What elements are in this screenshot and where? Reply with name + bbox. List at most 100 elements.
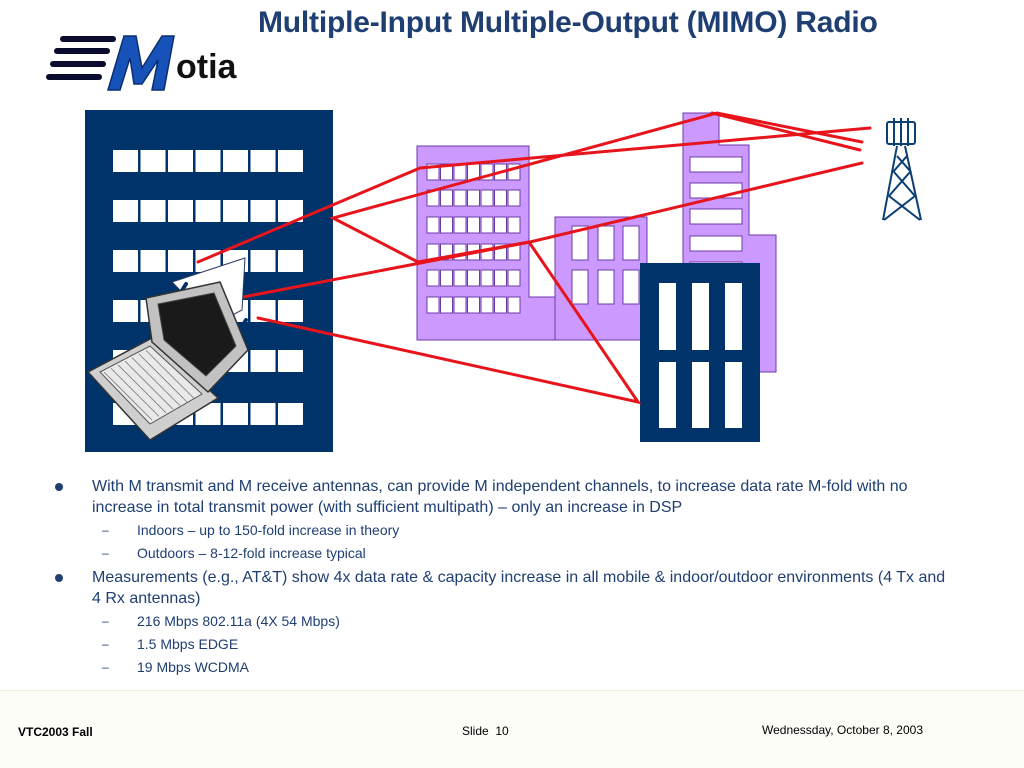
sub-bullet-item: – 216 Mbps 802.11a (4X 54 Mbps) (52, 612, 952, 631)
building-window (440, 269, 453, 287)
dash-marker: – (102, 637, 109, 651)
building-window (278, 250, 303, 272)
building-window (140, 250, 166, 272)
sub-bullet-item: – 1.5 Mbps EDGE (52, 635, 952, 654)
navy-building-right (640, 263, 760, 442)
slide-label: Slide (462, 724, 489, 738)
building-window (278, 403, 303, 425)
sub-bullet-item: – Indoors – up to 150-fold increase in t… (52, 521, 952, 540)
sub-bullet-text: 1.5 Mbps EDGE (137, 636, 239, 652)
building-window (250, 403, 276, 425)
bullet-text: With M transmit and M receive antennas, … (92, 478, 908, 516)
building-window (480, 296, 494, 314)
dash-marker: – (102, 546, 109, 560)
motia-logo: otia (46, 35, 238, 91)
building-window (467, 216, 480, 234)
keyboard-row (145, 350, 195, 399)
building-window (467, 269, 480, 287)
building-window (440, 296, 453, 314)
sub-bullet-text: 216 Mbps 802.11a (4X 54 Mbps) (137, 613, 340, 629)
building-window (168, 150, 193, 172)
logo-text: otia (176, 48, 238, 86)
sub-bullet-item: – 19 Mbps WCDMA (52, 658, 952, 677)
building-window (223, 200, 248, 222)
building-window (440, 216, 453, 234)
building-window (494, 269, 507, 287)
building-window (278, 350, 303, 372)
building-window (480, 189, 494, 207)
building-window (250, 250, 276, 272)
cell-tower-icon (882, 118, 922, 221)
building-window (453, 269, 467, 287)
building-window (507, 296, 521, 314)
building-window (507, 189, 521, 207)
building-window (113, 150, 138, 172)
building-window (223, 150, 248, 172)
building-window (440, 163, 453, 181)
building-window (453, 296, 467, 314)
footer-conference: VTC2003 Fall (18, 725, 93, 739)
footer-band (0, 691, 1024, 768)
building-window (480, 269, 494, 287)
slide-title: Multiple-Input Multiple-Output (MIMO) Ra… (258, 6, 878, 39)
sub-bullet-text: 19 Mbps WCDMA (137, 659, 250, 675)
building-window (453, 189, 467, 207)
building-window (168, 250, 193, 272)
building-window (140, 200, 166, 222)
building-window (113, 200, 138, 222)
building-window (250, 200, 276, 222)
building-window (223, 403, 248, 425)
sub-bullet-text: Indoors – up to 150-fold increase in the… (137, 522, 400, 538)
dash-marker: – (102, 614, 109, 628)
building-window (494, 216, 507, 234)
building-window (168, 200, 193, 222)
footer-date: Wednessday, October 8, 2003 (762, 723, 923, 737)
footer-divider (0, 690, 1024, 691)
building-window (278, 300, 303, 322)
building-window (426, 216, 440, 234)
building-window (250, 300, 276, 322)
dash-marker: – (102, 523, 109, 537)
slide-number: 10 (495, 724, 509, 738)
building-window (507, 216, 521, 234)
building-window (195, 200, 221, 222)
building-window (250, 350, 276, 372)
keyboard-row (103, 371, 153, 421)
building-window (250, 150, 276, 172)
keyboard-row (117, 364, 167, 414)
building-window (507, 269, 521, 287)
bullet-list: With M transmit and M receive antennas, … (52, 476, 952, 681)
laptop-icon (86, 281, 249, 441)
keyboard-row (138, 353, 188, 403)
bullet-item: With M transmit and M receive antennas, … (52, 476, 952, 518)
bullet-dot (55, 483, 63, 491)
building-window (453, 163, 467, 181)
building-window (467, 189, 480, 207)
sub-bullet-item: – Outdoors – 8-12-fold increase typical (52, 544, 952, 563)
building-window (494, 189, 507, 207)
building-window (195, 150, 221, 172)
keyboard-row (124, 360, 174, 410)
building-window (426, 269, 440, 287)
bullet-item: Measurements (e.g., AT&T) show 4x data r… (52, 567, 952, 609)
building-window (440, 189, 453, 207)
keyboard-row (110, 368, 160, 417)
building-window (113, 300, 138, 322)
mimo-diagram (85, 110, 922, 452)
bullet-dot (55, 574, 63, 582)
bullet-text: Measurements (e.g., AT&T) show 4x data r… (92, 569, 946, 607)
building-window (467, 296, 480, 314)
purple-building-1 (416, 145, 556, 341)
keyboard-row (131, 357, 181, 406)
building-window (278, 150, 303, 172)
building-window (480, 216, 494, 234)
purple-building-2 (554, 216, 648, 341)
building-window (278, 200, 303, 222)
building-window (494, 296, 507, 314)
building-window (140, 150, 166, 172)
dash-marker: – (102, 660, 109, 674)
signal-paths (196, 111, 872, 405)
footer-slide-number: Slide 10 (462, 724, 509, 738)
building-window (426, 296, 440, 314)
building-window (113, 250, 138, 272)
